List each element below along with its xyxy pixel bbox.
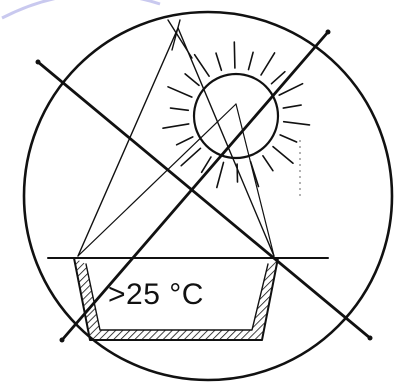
sun-ray bbox=[181, 148, 200, 165]
sun-ray bbox=[284, 122, 310, 125]
sun-ray bbox=[185, 74, 199, 86]
sun-ray bbox=[263, 156, 273, 171]
sun-ray bbox=[168, 87, 192, 97]
sun-ray bbox=[249, 52, 254, 69]
sun-ray bbox=[216, 53, 221, 70]
temperature-label: >25 °C bbox=[108, 278, 204, 311]
outer-circle bbox=[24, 12, 392, 380]
sun-ray bbox=[234, 42, 235, 68]
sun-ray bbox=[171, 108, 189, 110]
sun-ray bbox=[283, 105, 301, 108]
sun-ray bbox=[273, 147, 293, 164]
sun-ray bbox=[251, 162, 259, 187]
sun-ray bbox=[163, 124, 189, 128]
sun-ray bbox=[261, 53, 275, 75]
sun-ray bbox=[272, 72, 285, 84]
background-arc bbox=[2, 0, 160, 18]
sun-ray bbox=[217, 162, 224, 187]
sun-ray bbox=[280, 135, 297, 142]
sun-ray bbox=[177, 137, 193, 145]
light-cone bbox=[78, 20, 274, 256]
